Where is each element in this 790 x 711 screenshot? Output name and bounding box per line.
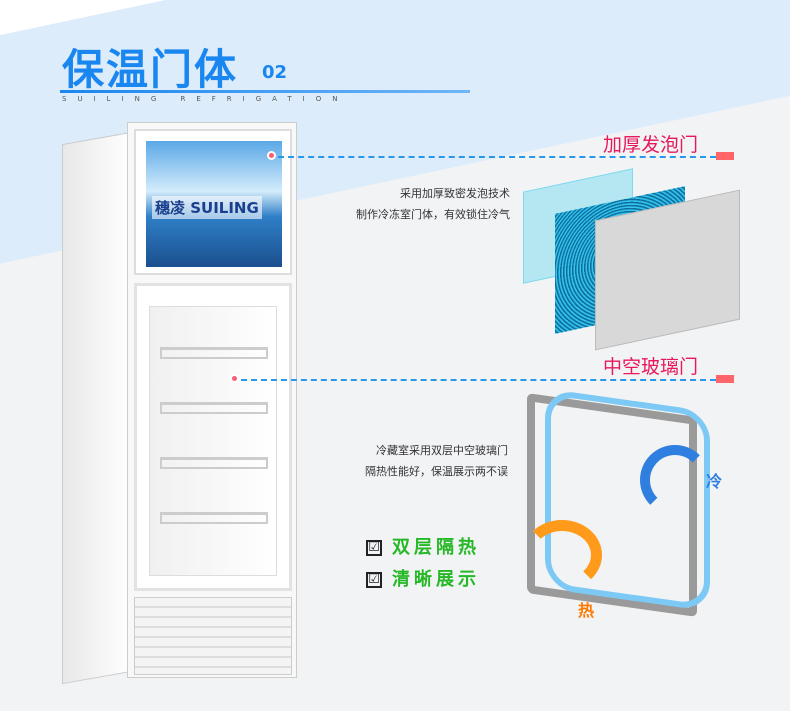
check-item: ☑ 双层隔热: [366, 533, 480, 559]
checkbox-icon: ☑: [366, 572, 382, 588]
heat-arrow-icon: [522, 520, 602, 590]
door-poster: 穗凌 SUILING: [146, 141, 282, 267]
feature-title: 加厚发泡门: [603, 134, 699, 156]
check-label: 双层隔热: [392, 537, 480, 558]
desc-line: 制作冷冻室门体，有效锁住冷气: [356, 208, 510, 221]
feature-desc: 采用加厚致密发泡技术 制作冷冻室门体，有效锁住冷气: [356, 183, 510, 225]
check-item: ☑ 清晰展示: [366, 565, 480, 591]
checkbox-icon: ☑: [366, 540, 382, 556]
shelf: [160, 402, 268, 414]
pointer-dot: [230, 374, 239, 383]
check-label: 清晰展示: [392, 569, 480, 590]
compressor-vent: [134, 597, 292, 675]
shelf: [160, 457, 268, 469]
brand-logo: 穗凌 SUILING: [152, 196, 262, 219]
fridge-image: 穗凌 SUILING: [62, 122, 300, 694]
pointer-line: [241, 379, 716, 381]
pointer-dot: [267, 151, 276, 160]
desc-line: 冷藏室采用双层中空玻璃门: [376, 444, 508, 457]
desc-line: 采用加厚致密发泡技术: [400, 187, 510, 200]
feature-desc: 冷藏室采用双层中空玻璃门 隔热性能好，保温展示两不误: [365, 440, 508, 482]
pointer-tag: [716, 375, 734, 383]
glass-pane: [149, 306, 277, 576]
section-number: 02: [262, 62, 288, 83]
pointer-line: [278, 156, 716, 158]
cold-arrow-icon: [640, 445, 710, 515]
desc-line: 隔热性能好，保温展示两不误: [365, 465, 508, 478]
shelf: [160, 512, 268, 524]
cold-label: 冷: [706, 472, 723, 491]
fridge-side: [62, 131, 132, 685]
feature-title: 中空玻璃门: [603, 356, 699, 378]
hot-label: 热: [578, 601, 595, 620]
title-underline: [60, 90, 470, 93]
fridge-front: 穗凌 SUILING: [127, 122, 297, 678]
pointer-tag: [716, 152, 734, 160]
subtitle: SUILING REFRIGATION: [62, 95, 349, 103]
shelf: [160, 347, 268, 359]
page-title: 保温门体: [62, 45, 239, 94]
freezer-door: 穗凌 SUILING: [134, 129, 292, 275]
glass-door: [134, 283, 292, 591]
